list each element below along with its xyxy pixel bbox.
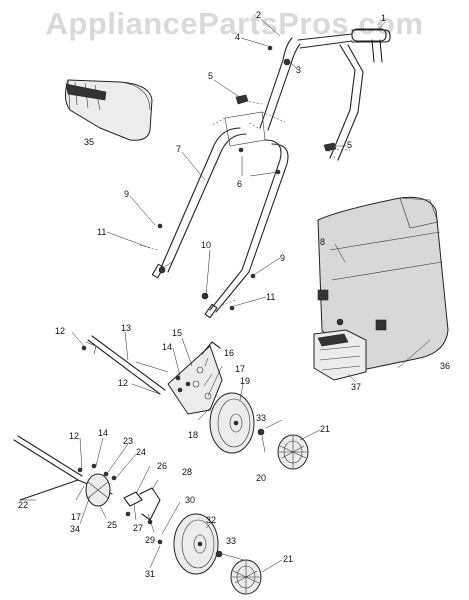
- callout-32: 32: [206, 515, 217, 525]
- callout-20: 20: [256, 473, 267, 483]
- handle-knobs: [235, 45, 351, 152]
- callout-12: 12: [69, 431, 80, 441]
- callout-36: 36: [440, 361, 451, 371]
- leader-lines: [20, 19, 431, 573]
- callout-9: 9: [124, 189, 130, 199]
- callout-17: 17: [235, 364, 246, 374]
- callout-35: 35: [84, 137, 95, 147]
- site-watermark: AppliancePartsPros.com: [45, 6, 424, 41]
- callout-26: 26: [157, 461, 168, 471]
- callout-14: 14: [98, 428, 109, 438]
- callout-6: 6: [237, 179, 243, 189]
- callout-34: 34: [70, 524, 81, 534]
- callout-3: 3: [296, 65, 302, 75]
- callout-29: 29: [145, 535, 156, 545]
- callout-28: 28: [182, 467, 193, 477]
- rear-hubcap: [230, 559, 262, 595]
- callout-21: 21: [320, 424, 331, 434]
- callout-15: 15: [172, 328, 183, 338]
- callout-30: 30: [185, 495, 196, 505]
- callout-4: 4: [235, 32, 241, 42]
- callout-5: 5: [208, 71, 214, 81]
- callout-33: 33: [226, 536, 237, 546]
- callout-19: 19: [240, 376, 251, 386]
- discharge-chute: [64, 79, 153, 141]
- callout-9: 9: [280, 253, 286, 263]
- callout-10: 10: [201, 240, 212, 250]
- rear-wheel: [173, 513, 223, 575]
- callout-31: 31: [145, 569, 156, 579]
- rear-height-adjuster: [77, 463, 163, 545]
- bag-frame: [313, 318, 367, 381]
- front-axle: [81, 335, 166, 395]
- front-wheel: [209, 392, 265, 454]
- callout-22: 22: [18, 500, 29, 510]
- callout-5: 5: [347, 140, 353, 150]
- callout-2: 2: [256, 10, 262, 20]
- collection-bag: [317, 196, 449, 371]
- callout-23: 23: [123, 436, 134, 446]
- callout-27: 27: [133, 523, 144, 533]
- callout-11: 11: [97, 227, 107, 237]
- callout-18: 18: [188, 430, 199, 440]
- upper-handle: [247, 28, 391, 161]
- front-hubcap: [277, 434, 309, 470]
- callout-21: 21: [283, 554, 294, 564]
- callout-25: 25: [107, 520, 118, 530]
- callout-17: 17: [71, 512, 82, 522]
- callout-37: 37: [351, 382, 362, 392]
- callout-12: 12: [55, 326, 66, 336]
- callout-1: 1: [381, 13, 387, 23]
- callout-7: 7: [176, 144, 182, 154]
- callout-8: 8: [320, 237, 326, 247]
- callout-13: 13: [121, 323, 132, 333]
- height-adjust-bracket: [167, 341, 223, 415]
- callout-33: 33: [256, 413, 267, 423]
- callout-12: 12: [118, 378, 129, 388]
- callout-24: 24: [136, 447, 147, 457]
- callout-14: 14: [162, 342, 173, 352]
- callout-16: 16: [224, 348, 235, 358]
- callout-11: 11: [266, 292, 276, 302]
- handle-brace: [211, 111, 286, 175]
- lower-handle: [139, 127, 289, 319]
